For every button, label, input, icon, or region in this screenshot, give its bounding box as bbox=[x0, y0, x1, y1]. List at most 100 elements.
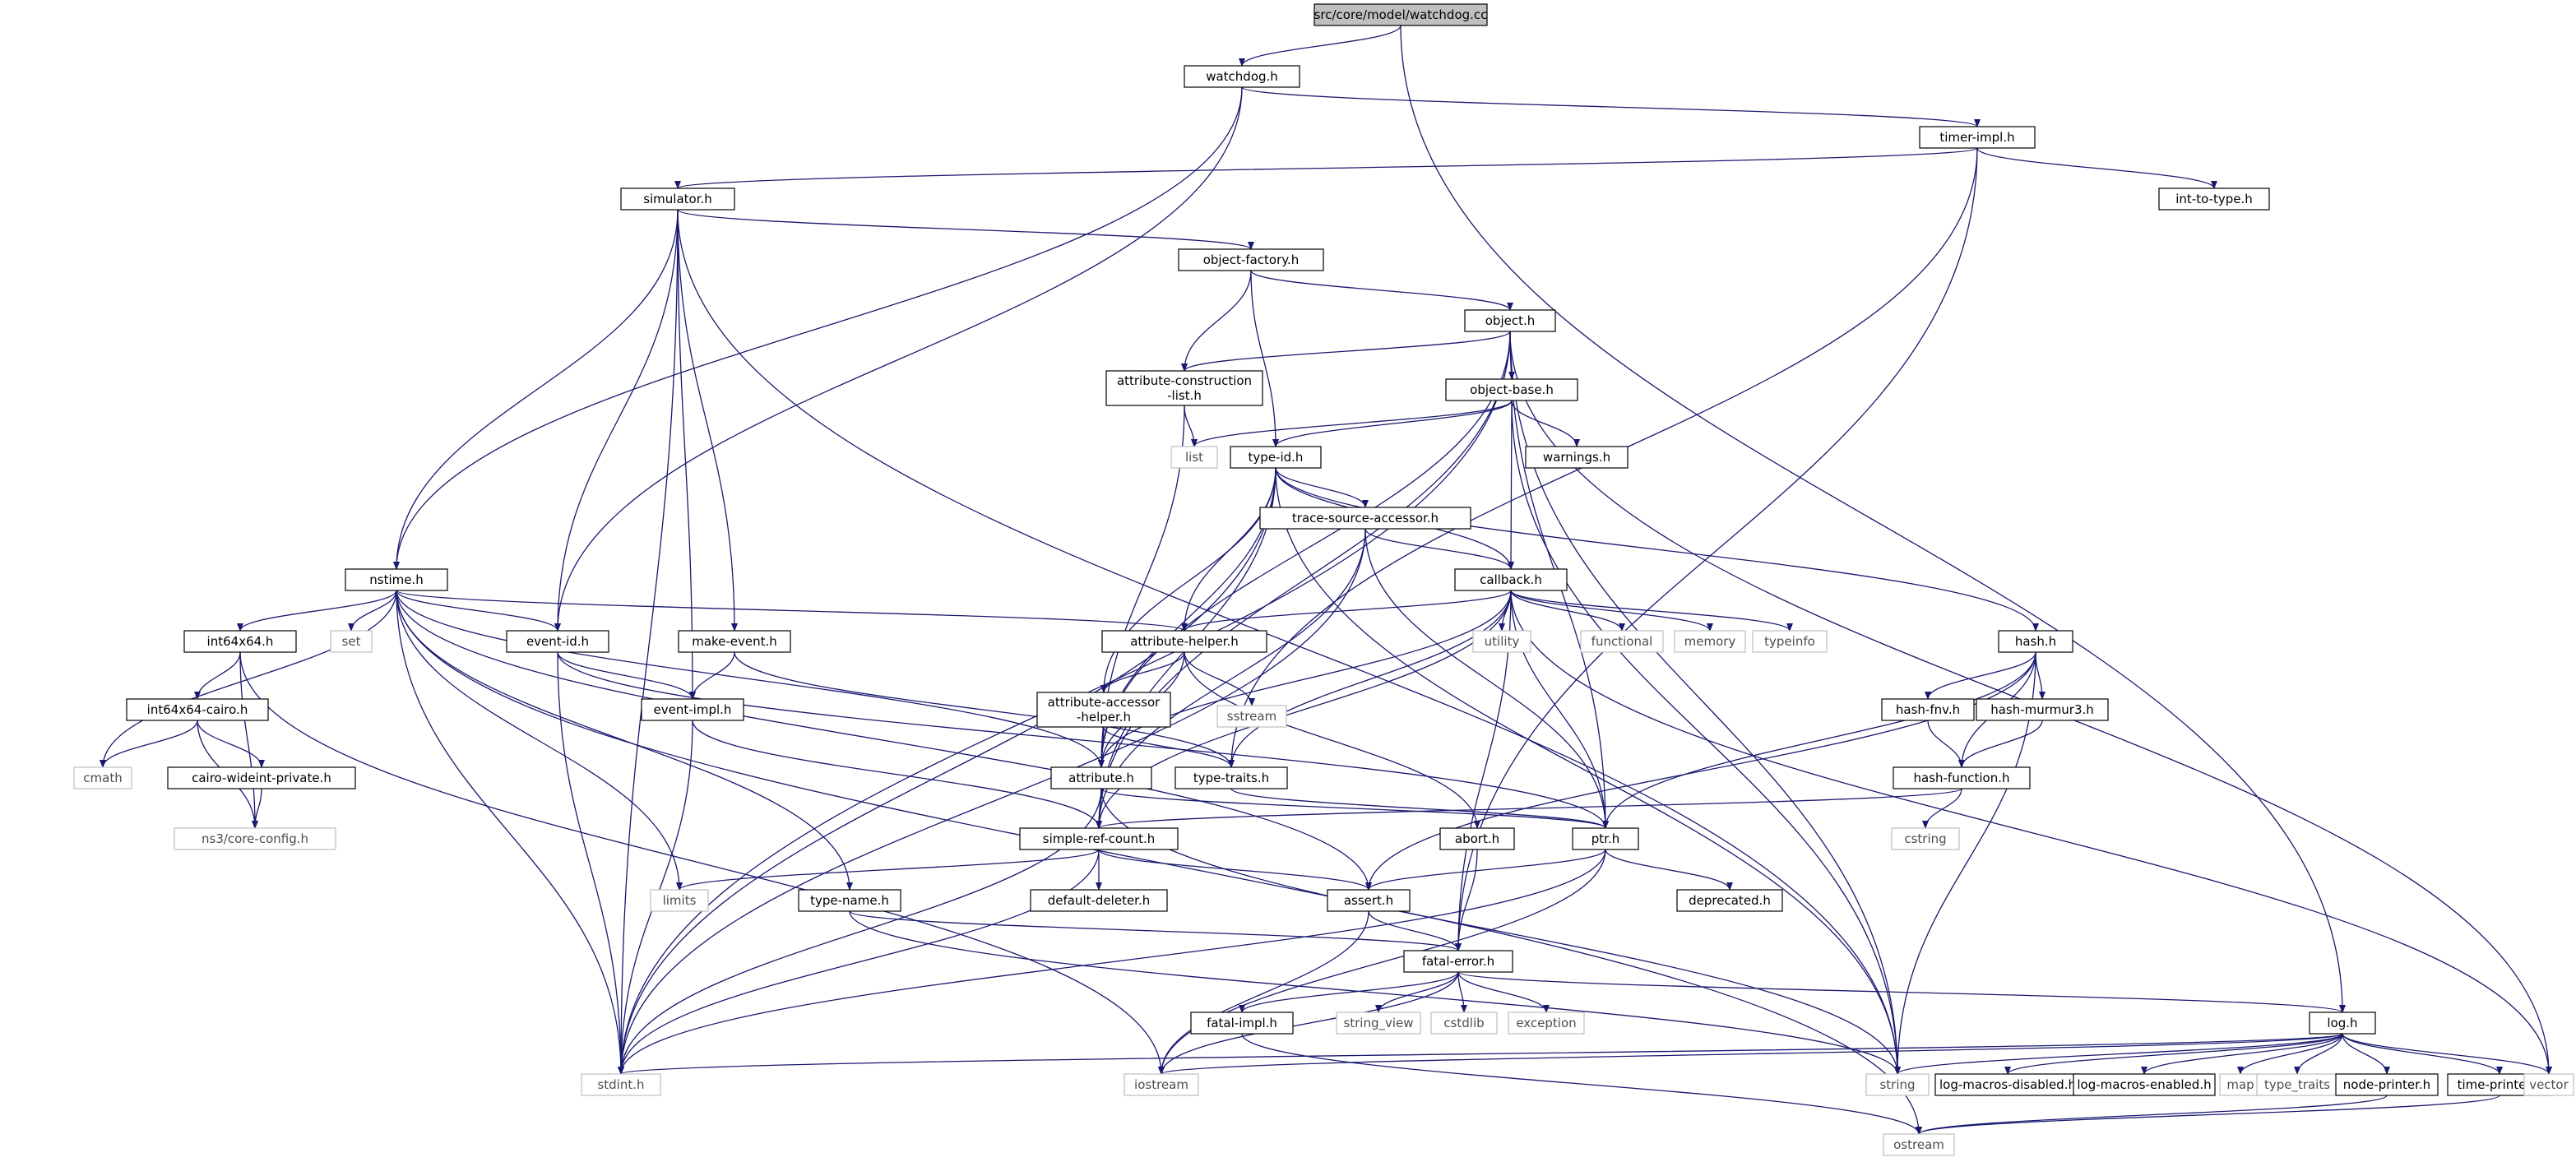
node-hash-murmur3-h[interactable]: hash-murmur3.h bbox=[1976, 698, 2109, 721]
edge-ptr-h-to-stdint-h bbox=[618, 849, 1606, 1075]
node-box bbox=[1998, 630, 2073, 653]
edge-watchdog-h-to-nstime-h bbox=[393, 86, 1243, 570]
edge-log-h-to-string bbox=[1894, 1033, 2343, 1075]
node-box bbox=[1865, 1073, 1930, 1096]
node-warnings-h[interactable]: warnings.h bbox=[1525, 446, 1629, 469]
node-box bbox=[1572, 827, 1639, 850]
edge-fatal-error-h-to-fatal-impl-h bbox=[1239, 971, 1459, 1013]
node-label: event-impl.h bbox=[654, 702, 732, 717]
node-int-to-type-h[interactable]: int-to-type.h bbox=[2158, 187, 2270, 211]
node-abort-h[interactable]: abort.h bbox=[1439, 827, 1515, 850]
node-hash-fnv-h[interactable]: hash-fnv.h bbox=[1881, 698, 1975, 721]
edge-callback-h-to-memory bbox=[1510, 590, 1713, 632]
node-ptr-h[interactable]: ptr.h bbox=[1572, 827, 1639, 850]
node-int64x64-h[interactable]: int64x64.h bbox=[183, 630, 297, 653]
node-attr-accessor-h[interactable]: attribute-accessor-helper.h bbox=[1036, 692, 1171, 728]
edge-callback-h-to-attribute-h bbox=[1098, 590, 1512, 768]
node-cairo-wideint-h[interactable]: cairo-wideint-private.h bbox=[167, 766, 356, 789]
edge-attr-accessor-h-to-type-traits-h bbox=[1103, 726, 1235, 768]
node-int64x64-cairo-h[interactable]: int64x64-cairo.h bbox=[126, 698, 269, 721]
edge-attribute-helper-h-to-attr-accessor-h bbox=[1100, 651, 1185, 693]
node-type-name-h[interactable]: type-name.h bbox=[798, 889, 901, 912]
node-attribute-h[interactable]: attribute.h bbox=[1050, 766, 1152, 789]
node-box bbox=[1976, 698, 2109, 721]
edge-simulator-h-to-event-id-h bbox=[554, 209, 679, 632]
node-fatal-impl-h[interactable]: fatal-impl.h bbox=[1190, 1012, 1294, 1035]
node-typeinfo: typeinfo bbox=[1752, 630, 1828, 653]
node-label: assert.h bbox=[1344, 893, 1393, 908]
node-log-h[interactable]: log.h bbox=[2309, 1012, 2376, 1035]
node-label: attribute.h bbox=[1068, 771, 1134, 785]
node-fatal-error-h[interactable]: fatal-error.h bbox=[1403, 950, 1513, 973]
node-default-deleter-h[interactable]: default-deleter.h bbox=[1030, 889, 1168, 912]
node-label: object-factory.h bbox=[1203, 252, 1300, 267]
edge-log-h-to-stdint-h bbox=[618, 1033, 2343, 1075]
node-timer-impl-h[interactable]: timer-impl.h bbox=[1919, 126, 2036, 149]
node-label: -list.h bbox=[1167, 388, 1202, 403]
node-hash-h[interactable]: hash.h bbox=[1998, 630, 2073, 653]
node-watchdog-h[interactable]: watchdog.h bbox=[1184, 65, 1300, 88]
edge-hash-h-to-ptr-h bbox=[1602, 651, 2036, 829]
node-box bbox=[1445, 378, 1578, 401]
edge-attr-construction-h-to-list bbox=[1184, 405, 1198, 447]
node-callback-h[interactable]: callback.h bbox=[1454, 568, 1568, 591]
edge-int64x64-cairo-h-to-cmath bbox=[100, 720, 198, 768]
node-log-macros-enabled-h[interactable]: log-macros-enabled.h bbox=[2073, 1073, 2216, 1096]
node-label: vector bbox=[2529, 1077, 2569, 1092]
edge-nstime-h-to-set bbox=[348, 590, 397, 632]
node-object-base-h[interactable]: object-base.h bbox=[1445, 378, 1578, 401]
node-simulator-h[interactable]: simulator.h bbox=[620, 187, 735, 211]
edge-type-id-h-to-stdint-h bbox=[618, 467, 1276, 1075]
node-vector: vector bbox=[2523, 1073, 2574, 1096]
node-attr-construction-h[interactable]: attribute-construction-list.h bbox=[1105, 370, 1263, 406]
edge-simple-ref-count-h-to-assert-h bbox=[1098, 849, 1372, 891]
edge-ptr-h-to-deprecated-h bbox=[1605, 849, 1733, 891]
node-label: ostream bbox=[1893, 1137, 1944, 1152]
node-box bbox=[1525, 446, 1629, 469]
node-label: sstream bbox=[1227, 709, 1276, 724]
node-deprecated-h[interactable]: deprecated.h bbox=[1676, 889, 1783, 912]
node-event-impl-h[interactable]: event-impl.h bbox=[641, 698, 744, 721]
node-type-traits-h[interactable]: type-traits.h bbox=[1174, 766, 1288, 789]
node-log-macros-disabled-h[interactable]: log-macros-disabled.h bbox=[1934, 1073, 2081, 1096]
node-label: log-macros-disabled.h bbox=[1939, 1077, 2076, 1092]
node-box bbox=[1170, 446, 1218, 469]
node-label: hash-fnv.h bbox=[1896, 702, 1960, 717]
node-label: hash-murmur3.h bbox=[1990, 702, 2094, 717]
node-box bbox=[650, 889, 709, 912]
node-string-view: string_view bbox=[1336, 1012, 1421, 1035]
edge-callback-h-to-type-traits-h bbox=[1228, 590, 1512, 768]
edge-abort-h-to-fatal-error-h bbox=[1455, 849, 1478, 951]
edge-callback-h-to-ptr-h bbox=[1510, 590, 1609, 829]
node-trace-source-h[interactable]: trace-source-accessor.h bbox=[1259, 507, 1471, 530]
edge-attribute-h-to-ptr-h bbox=[1100, 788, 1609, 829]
node-make-event-h[interactable]: make-event.h bbox=[678, 630, 791, 653]
edge-attribute-helper-h-to-sstream bbox=[1184, 651, 1255, 706]
node-box bbox=[1430, 1012, 1498, 1035]
node-node-printer-h[interactable]: node-printer.h bbox=[2335, 1073, 2439, 1096]
node-label: object-base.h bbox=[1470, 382, 1554, 397]
node-hash-function-h[interactable]: hash-function.h bbox=[1893, 766, 2031, 789]
node-simple-ref-count-h[interactable]: simple-ref-count.h bbox=[1019, 827, 1179, 850]
node-label: callback.h bbox=[1480, 572, 1542, 587]
node-label: fatal-impl.h bbox=[1207, 1016, 1277, 1030]
edge-simulator-h-to-nstime-h bbox=[393, 209, 679, 570]
node-type-id-h[interactable]: type-id.h bbox=[1230, 446, 1322, 469]
node-cmath: cmath bbox=[73, 766, 132, 789]
node-box bbox=[2523, 1073, 2574, 1096]
node-exception: exception bbox=[1508, 1012, 1585, 1035]
node-watchdog-cc[interactable]: src/core/model/watchdog.cc bbox=[1313, 3, 1488, 26]
node-attribute-helper-h[interactable]: attribute-helper.h bbox=[1101, 630, 1267, 653]
node-type-traits: type_traits bbox=[2256, 1073, 2338, 1096]
edge-object-base-h-to-list bbox=[1191, 400, 1513, 447]
node-object-h[interactable]: object.h bbox=[1464, 309, 1556, 332]
node-assert-h[interactable]: assert.h bbox=[1327, 889, 1411, 912]
edge-cairo-wideint-h-to-ns3-config-h bbox=[252, 788, 262, 829]
node-label: type-id.h bbox=[1249, 450, 1304, 465]
node-object-factory-h[interactable]: object-factory.h bbox=[1178, 248, 1324, 271]
node-memory: memory bbox=[1674, 630, 1746, 653]
node-event-id-h[interactable]: event-id.h bbox=[506, 630, 609, 653]
edge-hash-function-h-to-simple-ref-count-h bbox=[1096, 788, 1962, 829]
node-nstime-h[interactable]: nstime.h bbox=[345, 568, 448, 591]
